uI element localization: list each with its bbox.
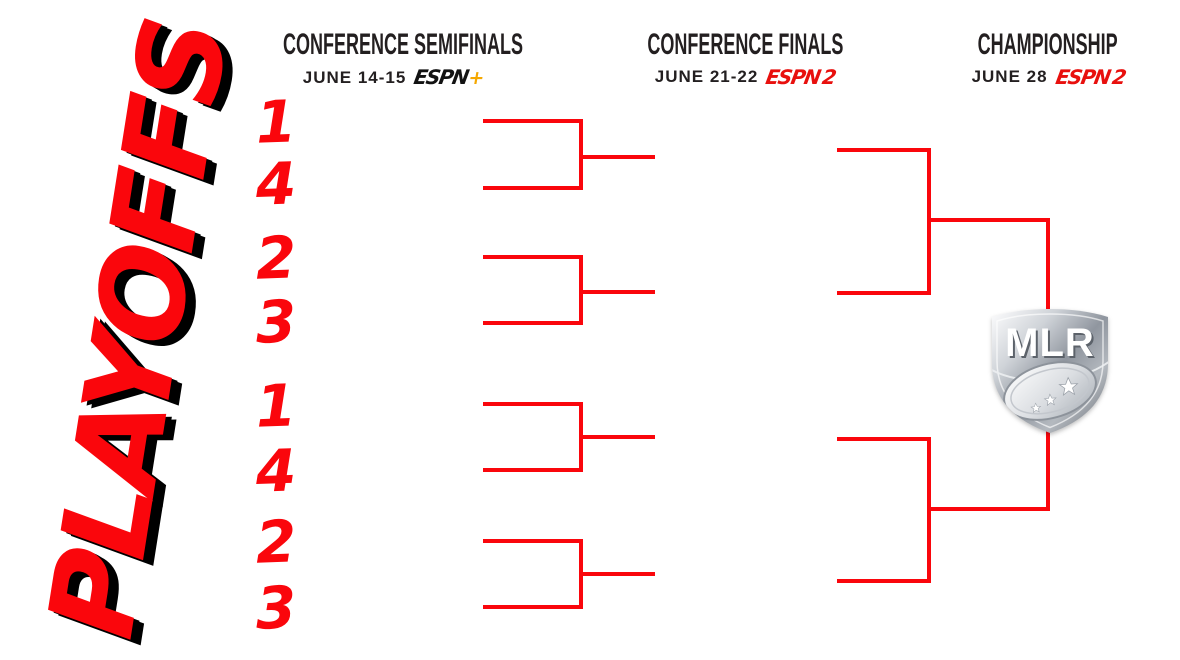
playoffs-wordmark: PLAYOFFS [21, 13, 255, 647]
round-title: CHAMPIONSHIP [977, 28, 1118, 61]
semifinal-4-connector [579, 539, 583, 609]
semifinal-4-winner-line [583, 572, 655, 576]
mlr-text: MLR [1005, 321, 1095, 365]
rugby-ball [1003, 361, 1097, 421]
conference-final-1-bottom-line [837, 291, 931, 295]
star-icon [1030, 402, 1042, 414]
espn2-logo: ESPN2 [1053, 65, 1127, 89]
conference-final-2-bottom-line [837, 579, 931, 583]
semifinal-3-connector [579, 402, 583, 472]
conference-final-1-top-line [837, 148, 931, 152]
round-title: CONFERENCE SEMIFINALS [283, 28, 524, 61]
espn-plus-logo: ESPN+ [412, 65, 486, 89]
plus-icon: + [466, 67, 486, 89]
seed-number: 1 [254, 371, 298, 441]
conference-final-1-connector [927, 148, 931, 295]
espn2-logo: ESPN2 [764, 65, 838, 89]
semifinal-2-connector [579, 255, 583, 325]
seed-number: 4 [254, 436, 298, 506]
conference-final-2-connector [927, 437, 931, 583]
conference-final-2-winner-line [931, 507, 1049, 511]
semifinal-3-winner-line [583, 435, 655, 439]
seed-number: 2 [254, 223, 298, 293]
semifinal-4-bottom-line [483, 605, 583, 609]
semifinal-1-top-line [483, 119, 583, 123]
semifinal-1-connector [579, 119, 583, 190]
semifinal-1-bottom-line [483, 186, 583, 190]
seed-number: 3 [254, 573, 298, 643]
conference-final-2-top-line [837, 437, 931, 441]
round-date: JUNE 14-15 [302, 67, 407, 87]
semifinal-1-winner-line [583, 155, 655, 159]
round-header-semifinals: CONFERENCE SEMIFINALS JUNE 14-15 ESPN+ [203, 28, 583, 90]
semifinal-2-bottom-line [483, 321, 583, 325]
round-title: CONFERENCE FINALS [646, 28, 844, 61]
semifinal-2-winner-line [583, 290, 655, 294]
seed-number: 4 [254, 149, 298, 219]
seed-number: 1 [254, 87, 298, 157]
seed-number: 2 [254, 507, 298, 577]
star-icon [1043, 393, 1057, 407]
seed-number: 3 [254, 287, 298, 357]
round-header-finals: CONFERENCE FINALS JUNE 21-22 ESPN2 [555, 28, 935, 90]
conference-final-1-winner-line [931, 218, 1049, 222]
mlr-logo: MLR MLR [984, 305, 1116, 437]
semifinal-3-bottom-line [483, 468, 583, 472]
mlr-text-shadow: MLR [1007, 323, 1097, 367]
round-header-championship: CHAMPIONSHIP JUNE 28 ESPN2 [858, 28, 1180, 90]
star-icon [1058, 376, 1079, 396]
round-date: JUNE 21-22 [654, 67, 759, 86]
semifinal-3-top-line [483, 402, 583, 406]
semifinal-4-top-line [483, 539, 583, 543]
semifinal-2-top-line [483, 255, 583, 259]
round-date: JUNE 28 [971, 67, 1048, 86]
